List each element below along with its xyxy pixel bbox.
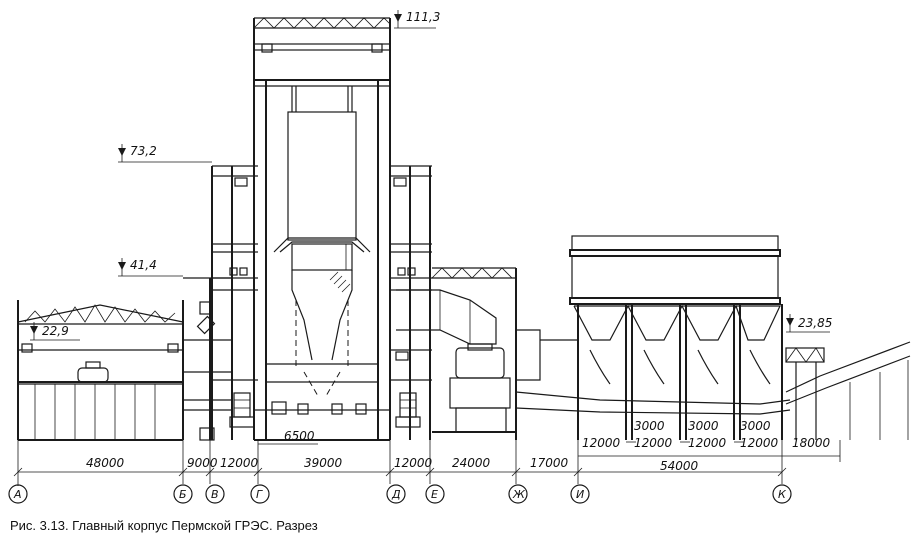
elevation-markers	[30, 10, 830, 341]
dim-12000-2: 12000	[634, 436, 673, 450]
dim-18000: 18000	[792, 436, 831, 450]
elevation-22: 22,9	[42, 324, 69, 338]
elevation-111: 111,3	[406, 10, 440, 24]
dim-12000-main-2: 12000	[394, 456, 433, 470]
dim-3000-2: 3000	[688, 419, 719, 433]
dim-39000: 39000	[304, 456, 343, 470]
axis-k: К	[778, 488, 787, 501]
axis-b: Б	[179, 488, 187, 501]
conveyor-gallery	[785, 341, 911, 440]
axis-a: А	[13, 488, 22, 501]
axis-bubbles	[8, 484, 792, 504]
axis-e: Е	[431, 488, 438, 501]
de-bay	[390, 165, 432, 440]
boiler-house	[253, 17, 391, 441]
axis-g: Г	[256, 488, 263, 501]
dim-6500: 6500	[284, 429, 315, 443]
dim-12000-1: 12000	[582, 436, 621, 450]
dim-12000-3: 12000	[688, 436, 727, 450]
ez-bay	[396, 267, 517, 440]
axis-v: В	[211, 488, 219, 501]
axis-i: И	[576, 488, 584, 501]
dimension-lines	[13, 440, 841, 486]
dim-3000-1: 3000	[634, 419, 665, 433]
axis-zh: Ж	[512, 488, 526, 501]
dim-3000-3: 3000	[740, 419, 771, 433]
dim-54000: 54000	[660, 459, 699, 473]
turbine-hall	[17, 300, 184, 441]
deaerator-bay	[183, 277, 233, 441]
figure-caption: Рис. 3.13. Главный корпус Пермской ГРЭС.…	[10, 518, 318, 533]
elevation-23: 23,85	[798, 316, 832, 330]
bunker-bay	[211, 165, 258, 440]
elevation-73: 73,2	[130, 144, 157, 158]
dim-24000: 24000	[452, 456, 491, 470]
elevation-41: 41,4	[130, 258, 157, 272]
dim-17000: 17000	[530, 456, 569, 470]
dim-9000: 9000	[187, 456, 218, 470]
precipitator	[569, 235, 783, 440]
flue-duct	[515, 329, 791, 415]
dim-12000-main: 12000	[220, 456, 259, 470]
dim-12000-4: 12000	[740, 436, 779, 450]
axis-d: Д	[391, 488, 401, 501]
dim-48000: 48000	[86, 456, 125, 470]
